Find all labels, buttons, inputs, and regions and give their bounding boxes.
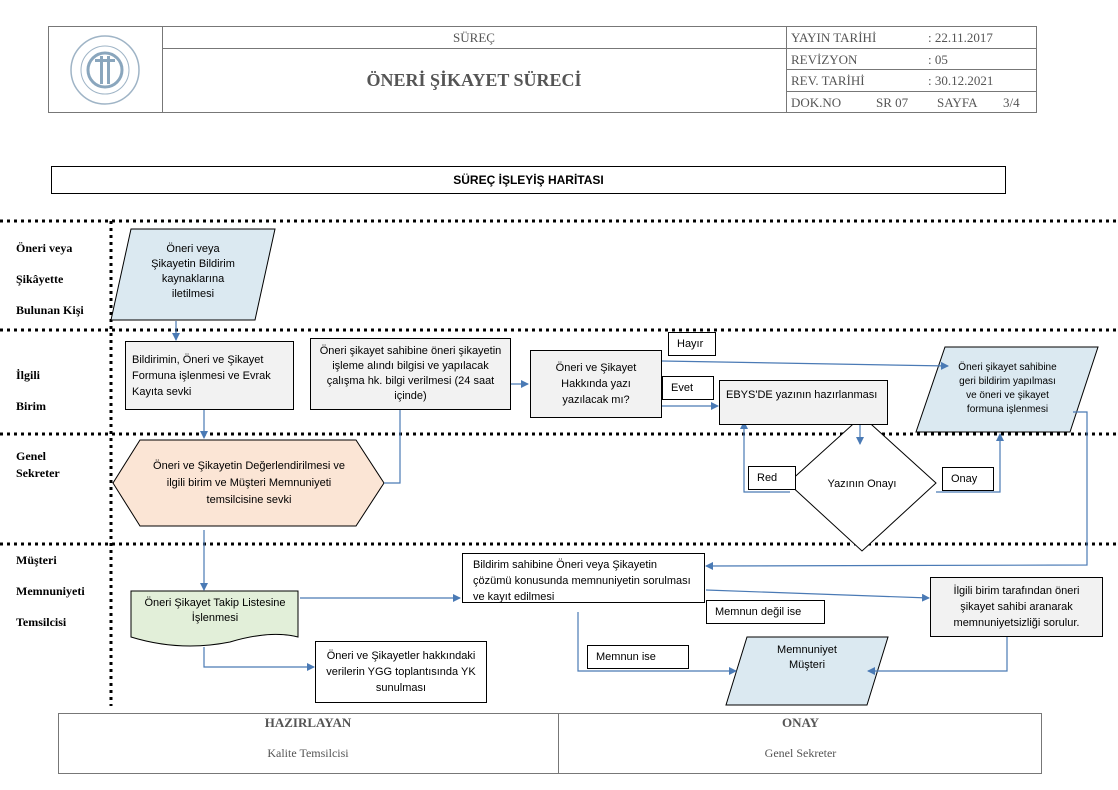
institution-logo <box>66 34 144 106</box>
lane4-line1: Müşteri <box>16 553 57 567</box>
footer-onay-label: ONAY <box>781 715 820 730</box>
lane1-line1: Öneri veya <box>16 241 73 255</box>
node-yazi-karar: Öneri ve Şikayet Hakkında yazı yazılacak… <box>530 350 662 418</box>
node-yazi-onay: Yazının Onayı <box>827 477 897 490</box>
map-title: SÜREÇ İŞLEYİŞ HARİTASI <box>453 173 604 187</box>
footer-hazirlayan-value: Kalite Temsilcisi <box>267 746 349 760</box>
surec-label: SÜREÇ <box>453 30 495 45</box>
dok-no-label: DOK.NO <box>791 95 842 110</box>
node-memnuniyetsizlik: İlgili birim tarafından öneri şikayet sa… <box>930 577 1103 637</box>
node-memnuniyet-musteri-shape <box>725 636 889 706</box>
node-bildirim-kaynak: Öneri veya Şikayetin Bildirim kaynakları… <box>151 243 235 300</box>
header-row-line-3 <box>786 91 1037 92</box>
footer-hazirlayan-label: HAZIRLAYAN <box>264 715 352 730</box>
rev-tarihi-value: : 30.12.2021 <box>928 73 994 88</box>
lane3-line2: Sekreter <box>16 466 60 480</box>
dok-no-value: SR 07 <box>876 95 909 110</box>
node-memnuniyet-sorulmasi: Bildirim sahibine Öneri veya Şikayetin ç… <box>462 553 705 603</box>
lane1-line3: Bulunan Kişi <box>16 303 84 317</box>
map-title-box: SÜREÇ İŞLEYİŞ HARİTASI <box>51 166 1006 194</box>
label-memnun: Memnun ise <box>587 645 689 669</box>
header-row-line-2 <box>786 69 1037 70</box>
node-degerlendirme: Öneri ve Şikayetin Değerlendirilmesi ve … <box>153 459 345 506</box>
page-title: ÖNERİ ŞİKAYET SÜRECİ <box>366 70 582 90</box>
revizyon-value: : 05 <box>928 52 948 67</box>
node-yazi-onay-shape <box>787 415 937 552</box>
label-onay: Onay <box>942 467 994 491</box>
sayfa-value: 3/4 <box>1003 95 1020 110</box>
node-memnuniyet-musteri: Memnuniyet Müşteri <box>777 644 837 671</box>
lane2-line1: İlgili <box>16 368 41 382</box>
revizyon-label: REVİZYON <box>791 52 858 67</box>
lane3-line1: Genel <box>16 449 46 463</box>
label-evet: Evet <box>662 376 714 400</box>
yayin-tarihi-label: YAYIN TARİHİ <box>791 30 877 45</box>
label-memnun-degil: Memnun değil ise <box>706 600 825 624</box>
lane4-line2: Memnuniyeti <box>16 584 85 598</box>
lane4-line3: Temsilcisi <box>16 615 67 629</box>
label-red: Red <box>748 466 796 490</box>
node-degerlendirme-shape <box>112 439 385 527</box>
yayin-tarihi-value: : 22.11.2017 <box>928 30 993 45</box>
header-divider-logo <box>162 26 163 113</box>
footer-divider <box>558 713 559 774</box>
footer-onay-value: Genel Sekreter <box>764 746 837 760</box>
lane1-line2: Şikâyette <box>16 272 64 286</box>
rev-tarihi-label: REV. TARİHİ <box>791 73 865 88</box>
node-bilgi-verilmesi: Öneri şikayet sahibine öneri şikayetin i… <box>310 338 511 410</box>
node-geri-bildirim: Öneri şikayet sahibine geri bildirim yap… <box>958 362 1057 415</box>
footer-table <box>58 713 1042 774</box>
node-ygg-sunum: Öneri ve Şikayetler hakkındaki verilerin… <box>315 641 487 703</box>
node-takip-listesi: Öneri Şikayet Takip Listesine İşlenmesi <box>144 597 286 624</box>
node-takip-listesi-shape <box>130 590 299 647</box>
node-ebys-yazi: EBYS'DE yazının hazırlanması <box>719 380 888 425</box>
header-divider-surec <box>162 48 786 49</box>
lane2-line2: Birim <box>16 399 46 413</box>
sayfa-label: SAYFA <box>937 95 978 110</box>
label-hayir: Hayır <box>668 332 716 356</box>
header-row-line-1 <box>786 48 1037 49</box>
node-bildirim-kaynak-shape <box>110 228 276 321</box>
node-bildirim-formu: Bildirimin, Öneri ve Şikayet Formuna işl… <box>125 341 294 410</box>
node-geri-bildirim-shape <box>915 346 1099 433</box>
